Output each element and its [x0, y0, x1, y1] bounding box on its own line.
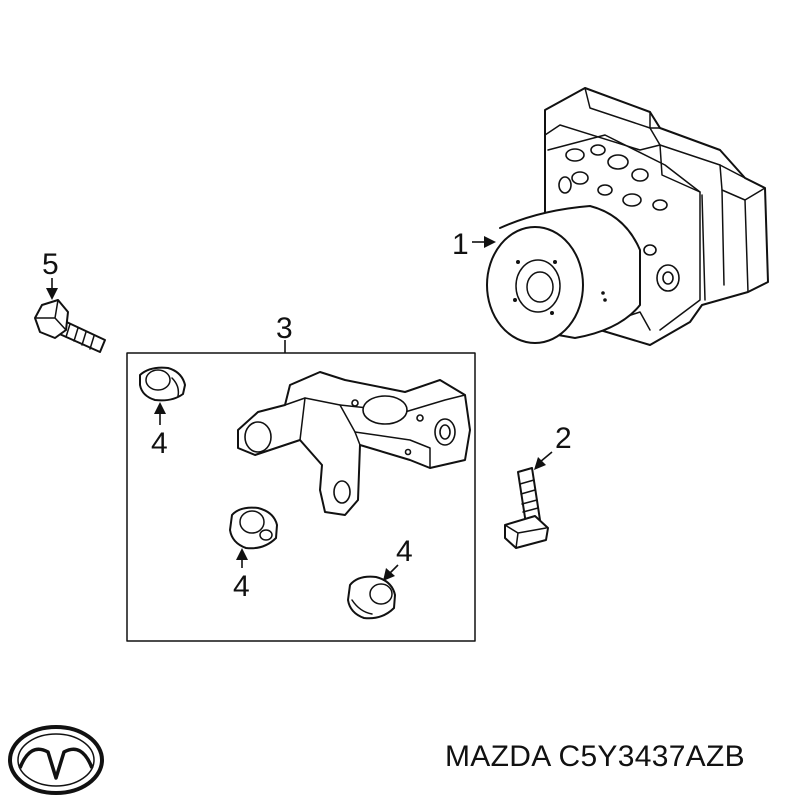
bracket	[237, 371, 471, 516]
bracket-kit-frame	[126, 352, 476, 642]
bushing-middle	[229, 506, 278, 550]
leader-5	[46, 278, 58, 300]
mazda-logo-icon	[8, 725, 104, 795]
part-number-caption: MAZDA C5Y3437AZB	[445, 740, 745, 773]
mount-bolt	[504, 467, 549, 549]
callout-2: 2	[555, 422, 572, 455]
abs-hydraulic-unit	[486, 87, 769, 346]
callout-4-bottom: 4	[396, 535, 413, 568]
callout-1: 1	[452, 228, 469, 261]
bushing-top	[139, 366, 186, 402]
leader-1	[472, 236, 496, 248]
callout-4-top: 4	[151, 427, 168, 460]
leader-4-top	[154, 402, 166, 425]
leader-2	[534, 451, 553, 470]
leader-4-middle	[236, 548, 248, 568]
leader-4-bottom	[383, 564, 399, 581]
bracket-bolt	[34, 299, 106, 353]
bushing-bottom	[347, 575, 396, 620]
callout-4-middle: 4	[233, 570, 250, 603]
callout-3: 3	[276, 312, 293, 345]
callout-5: 5	[42, 248, 59, 281]
